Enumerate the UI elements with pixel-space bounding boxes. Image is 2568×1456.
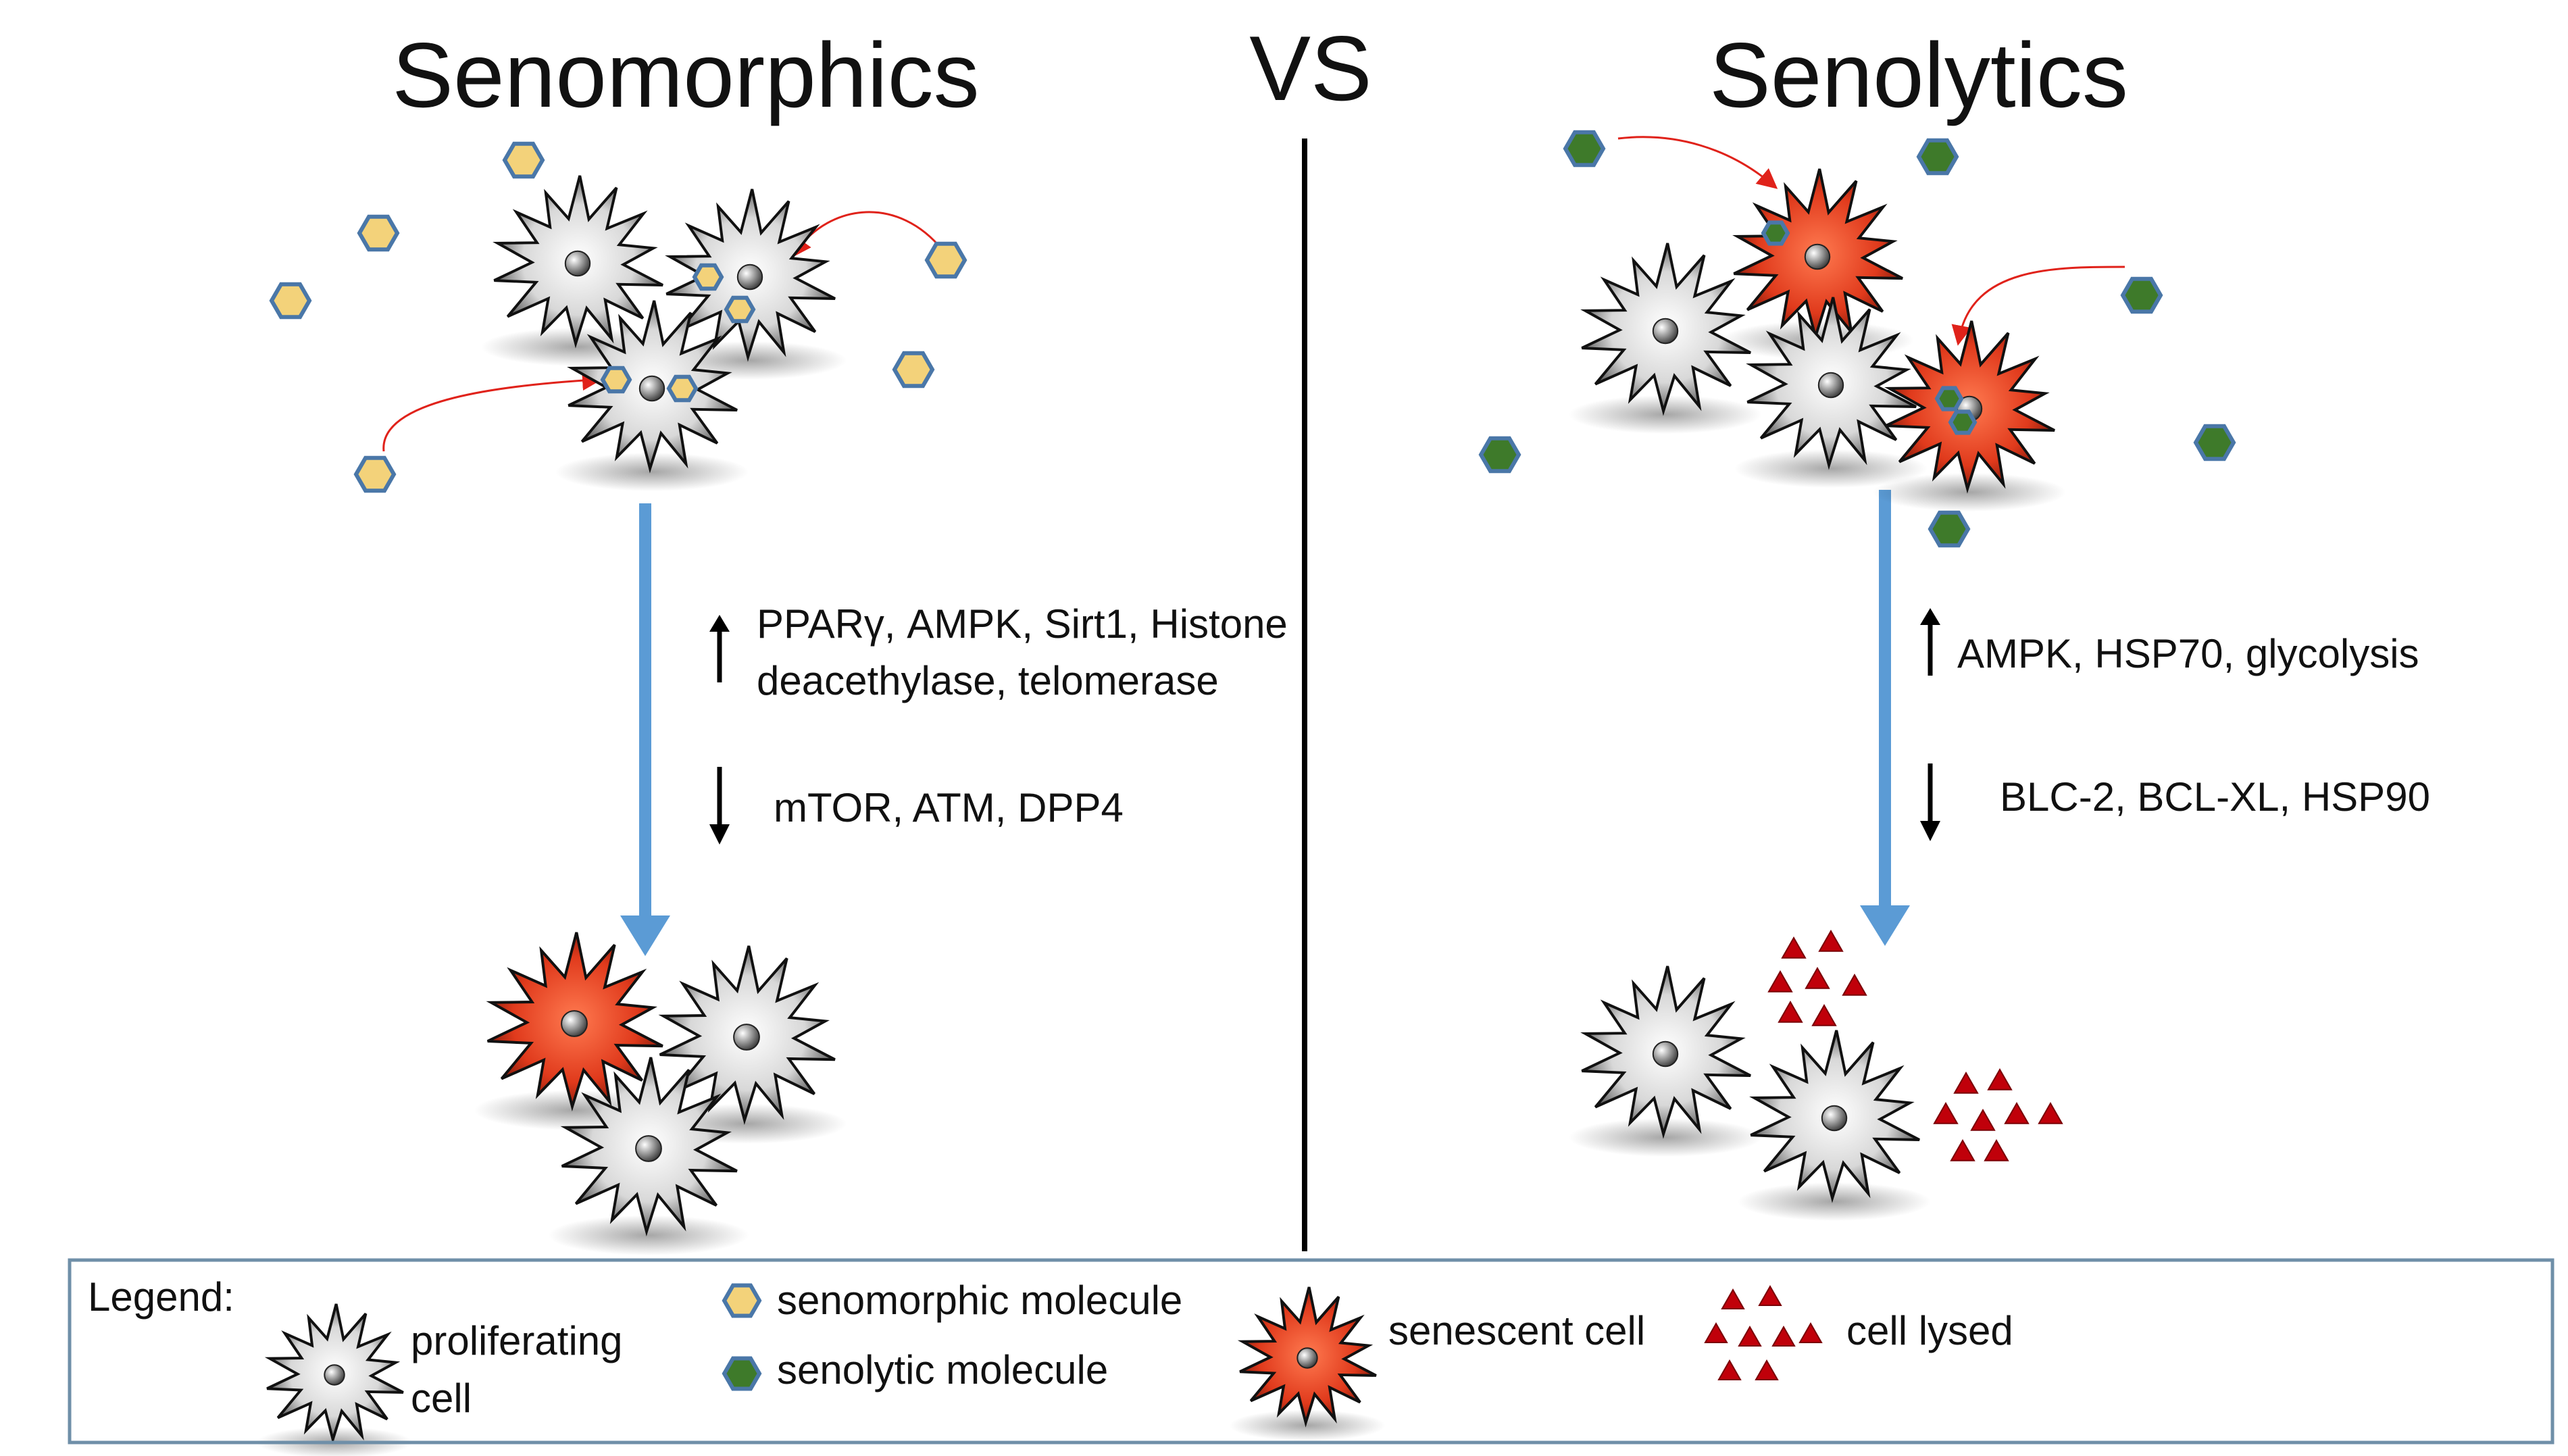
senolytic-molecule [1563,130,1606,168]
legend-heading: Legend: [88,1274,234,1320]
vs-label: VS [1249,17,1371,120]
senolytics-upregulated: AMPK, HSP70, glycolysis [1957,631,2419,676]
legend-lysed-icon [1798,1322,1823,1343]
senolytic-molecule [1934,386,1964,411]
senomorphic-molecule [502,141,545,179]
legend-lysed-icon [1738,1325,1762,1347]
lysed-fragment [1933,1101,1959,1124]
lysed-fragment [1767,970,1793,993]
lysed-fragment [1950,1138,1975,1161]
senomorphic-molecule [353,455,397,493]
binding-arrow [1617,136,1778,189]
proliferating-cell [1569,965,1762,1157]
senescent-cell [1721,168,1914,360]
senomorphic-molecule [600,366,632,394]
legend-proliferating-label-line2: cell [411,1376,472,1421]
legend-lysed-icon [1755,1359,1779,1380]
senomorphic-molecule [892,351,935,388]
legend-proliferating-cell-icon [256,1303,413,1456]
senolytic-molecule [2120,276,2163,314]
senescent-cell [1873,320,2066,512]
lysed-fragment [1970,1108,1996,1131]
senomorphic-molecule [692,263,724,291]
legend-lysed-icon [1721,1288,1745,1309]
senolytic-molecule [1928,510,1971,548]
legend-senescent-label: senescent cell [1388,1308,1645,1353]
senomorphics-upregulated-line2: deacethylase, telomerase [757,658,1219,703]
lysed-fragment [1987,1068,2013,1090]
senomorphic-molecule [357,214,400,252]
proliferating-cell [548,1057,749,1255]
binding-arrow [1951,266,2125,346]
lysed-fragment [1953,1071,1979,1094]
proliferating-cell [1734,297,1928,488]
senomorphics-downregulated: mTOR, ATM, DPP4 [774,785,1124,830]
binding-arrow [790,211,944,258]
proliferating-cell [1569,243,1762,434]
senolytics-up-arrow [1920,608,1940,676]
senomorphic-molecule [924,241,967,279]
senolytics-process-arrow [1860,490,1910,946]
lysed-fragment [1818,929,1844,952]
senolytic-molecule [1916,138,1959,176]
senomorphics-title: Senomorphics [392,24,979,126]
senolytic-molecule [1478,436,1521,474]
senomorphics-upregulated-line1: PPARγ, AMPK, Sirt1, Histone [757,601,1288,647]
senolytics-downregulated: BLC-2, BCL-XL, HSP90 [2000,774,2430,820]
lysed-fragment [1805,966,1830,989]
legend-lysed-icon [1758,1284,1782,1306]
legend-box [68,1258,2554,1445]
senomorphics-up-arrow [709,615,730,682]
legend-senescent-cell-icon [1229,1286,1386,1441]
lysed-fragment [1781,936,1807,959]
legend-proliferating-label-line1: proliferating [411,1318,623,1363]
legend-lysed-label: cell lysed [1846,1308,2013,1353]
lysed-fragment [1778,1000,1803,1023]
senomorphic-molecule [724,295,756,324]
legend-lysed-icon [1704,1322,1728,1343]
senolytics-title: Senolytics [1709,24,2128,126]
lysed-fragment [1811,1003,1837,1026]
senolytics-down-arrow [1920,763,1940,841]
legend-senomorphic-label: senomorphic molecule [777,1278,1182,1323]
senomorphics-process-arrow [620,503,670,956]
senolytic-molecule [1761,220,1790,246]
senomorphics-down-arrow [709,767,730,845]
senomorphic-molecule [666,374,699,403]
binding-arrow [382,370,603,452]
legend-senolytic-icon [722,1356,762,1391]
lysed-fragment [1984,1138,2009,1161]
legend-lysed-icon [1771,1325,1796,1347]
senolytic-molecule [1948,409,1978,435]
lysed-fragment [2038,1101,2063,1124]
senomorphic-molecule [269,282,312,320]
legend-senomorphic-icon [722,1283,762,1318]
proliferating-cell [1738,1030,1931,1222]
senolytic-molecule [2193,424,2236,461]
legend-senolytic-label: senolytic molecule [777,1347,1108,1392]
legend-lysed-icon [1717,1359,1742,1380]
proliferating-cell [555,300,749,492]
lysed-fragment [1842,973,1867,996]
lysed-fragment [2004,1101,2030,1124]
